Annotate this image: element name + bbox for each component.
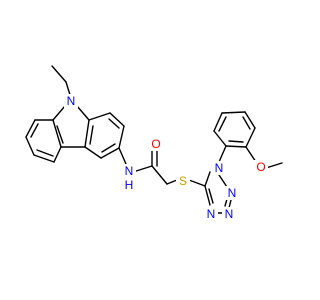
bond-c3-c4 (33, 154, 55, 163)
bond-c3-c4-double (36, 149, 54, 157)
bond-c8a-c4a (84, 119, 90, 148)
atom-tetrazole-n1: N (215, 161, 224, 175)
bond-c1-c2 (25, 119, 36, 138)
bond-c5-n4-double (208, 188, 214, 204)
bond-ethyl-ch3 (51, 65, 67, 83)
atom-carbonyl-o: O (151, 137, 160, 151)
bond-c1-c2-double (30, 123, 39, 138)
atom-thioether-s: S (179, 174, 187, 188)
bond-c8-c7 (109, 112, 125, 127)
bond-c7-c6 (118, 125, 125, 149)
bond-n9-c8a (76, 105, 90, 121)
atom-methoxy-o: O (256, 160, 265, 174)
bond-n2-n1 (218, 174, 228, 188)
atom-tetrazole-n3: N (225, 207, 234, 221)
bond-ar-c2-c3-double (218, 116, 227, 132)
bond-c2-c3 (25, 136, 35, 156)
bond-n1-aryl (218, 145, 227, 163)
bond-c5-c4a (84, 146, 102, 159)
atom-amide-h: H (125, 178, 134, 192)
bond-ar-c3-c4 (221, 111, 246, 114)
bond-c5-n1 (204, 171, 211, 187)
bond-ar-c4-c5 (244, 111, 256, 129)
atom-tetrazole-n4: N (207, 207, 216, 221)
atom-tetrazole-n2: N (228, 186, 237, 200)
bond-co-ch2 (151, 165, 168, 185)
bond-ar-c4-c5-double (242, 116, 251, 130)
bond-c9a-c4b-double (56, 125, 64, 144)
bond-n9-c9a (52, 105, 66, 121)
bond-c4-c4b (53, 146, 62, 163)
bond-c8a-c4a-double (89, 125, 94, 145)
bond-c8-c7-double (108, 118, 120, 129)
atom-amide-n: N (125, 164, 134, 178)
bond-c9a-c4b (52, 119, 62, 148)
bond-c8a-c8 (88, 112, 111, 121)
bonds (25, 65, 283, 214)
bond-ar-c1-c2 (213, 130, 227, 147)
bond-ar-c6-c1-double (228, 140, 244, 143)
bond-n3-n2-double (224, 198, 228, 207)
bond-c6-c5 (100, 147, 120, 159)
bond-ar-c2-c3 (213, 112, 223, 132)
bond-c6-c5-double (101, 143, 116, 153)
bond-ar-c6-c1 (225, 145, 247, 148)
bond-ar-o (245, 146, 257, 163)
bond-c5-n4 (204, 185, 211, 206)
bond-nh-co (132, 165, 153, 173)
bond-ar-c5-c6 (245, 127, 256, 148)
bond-n3-n2 (228, 199, 232, 209)
atom-carbazole-n: N (67, 94, 76, 108)
structure-diagram: N N H O S N N N N O (25, 65, 283, 221)
bond-c6-nh (118, 147, 127, 165)
atom-labels: N N H O S N N N N O (64, 94, 268, 221)
bond-s-c5 (188, 179, 206, 187)
bond-ch2-s (166, 179, 178, 185)
bond-o-ch3 (265, 162, 283, 169)
